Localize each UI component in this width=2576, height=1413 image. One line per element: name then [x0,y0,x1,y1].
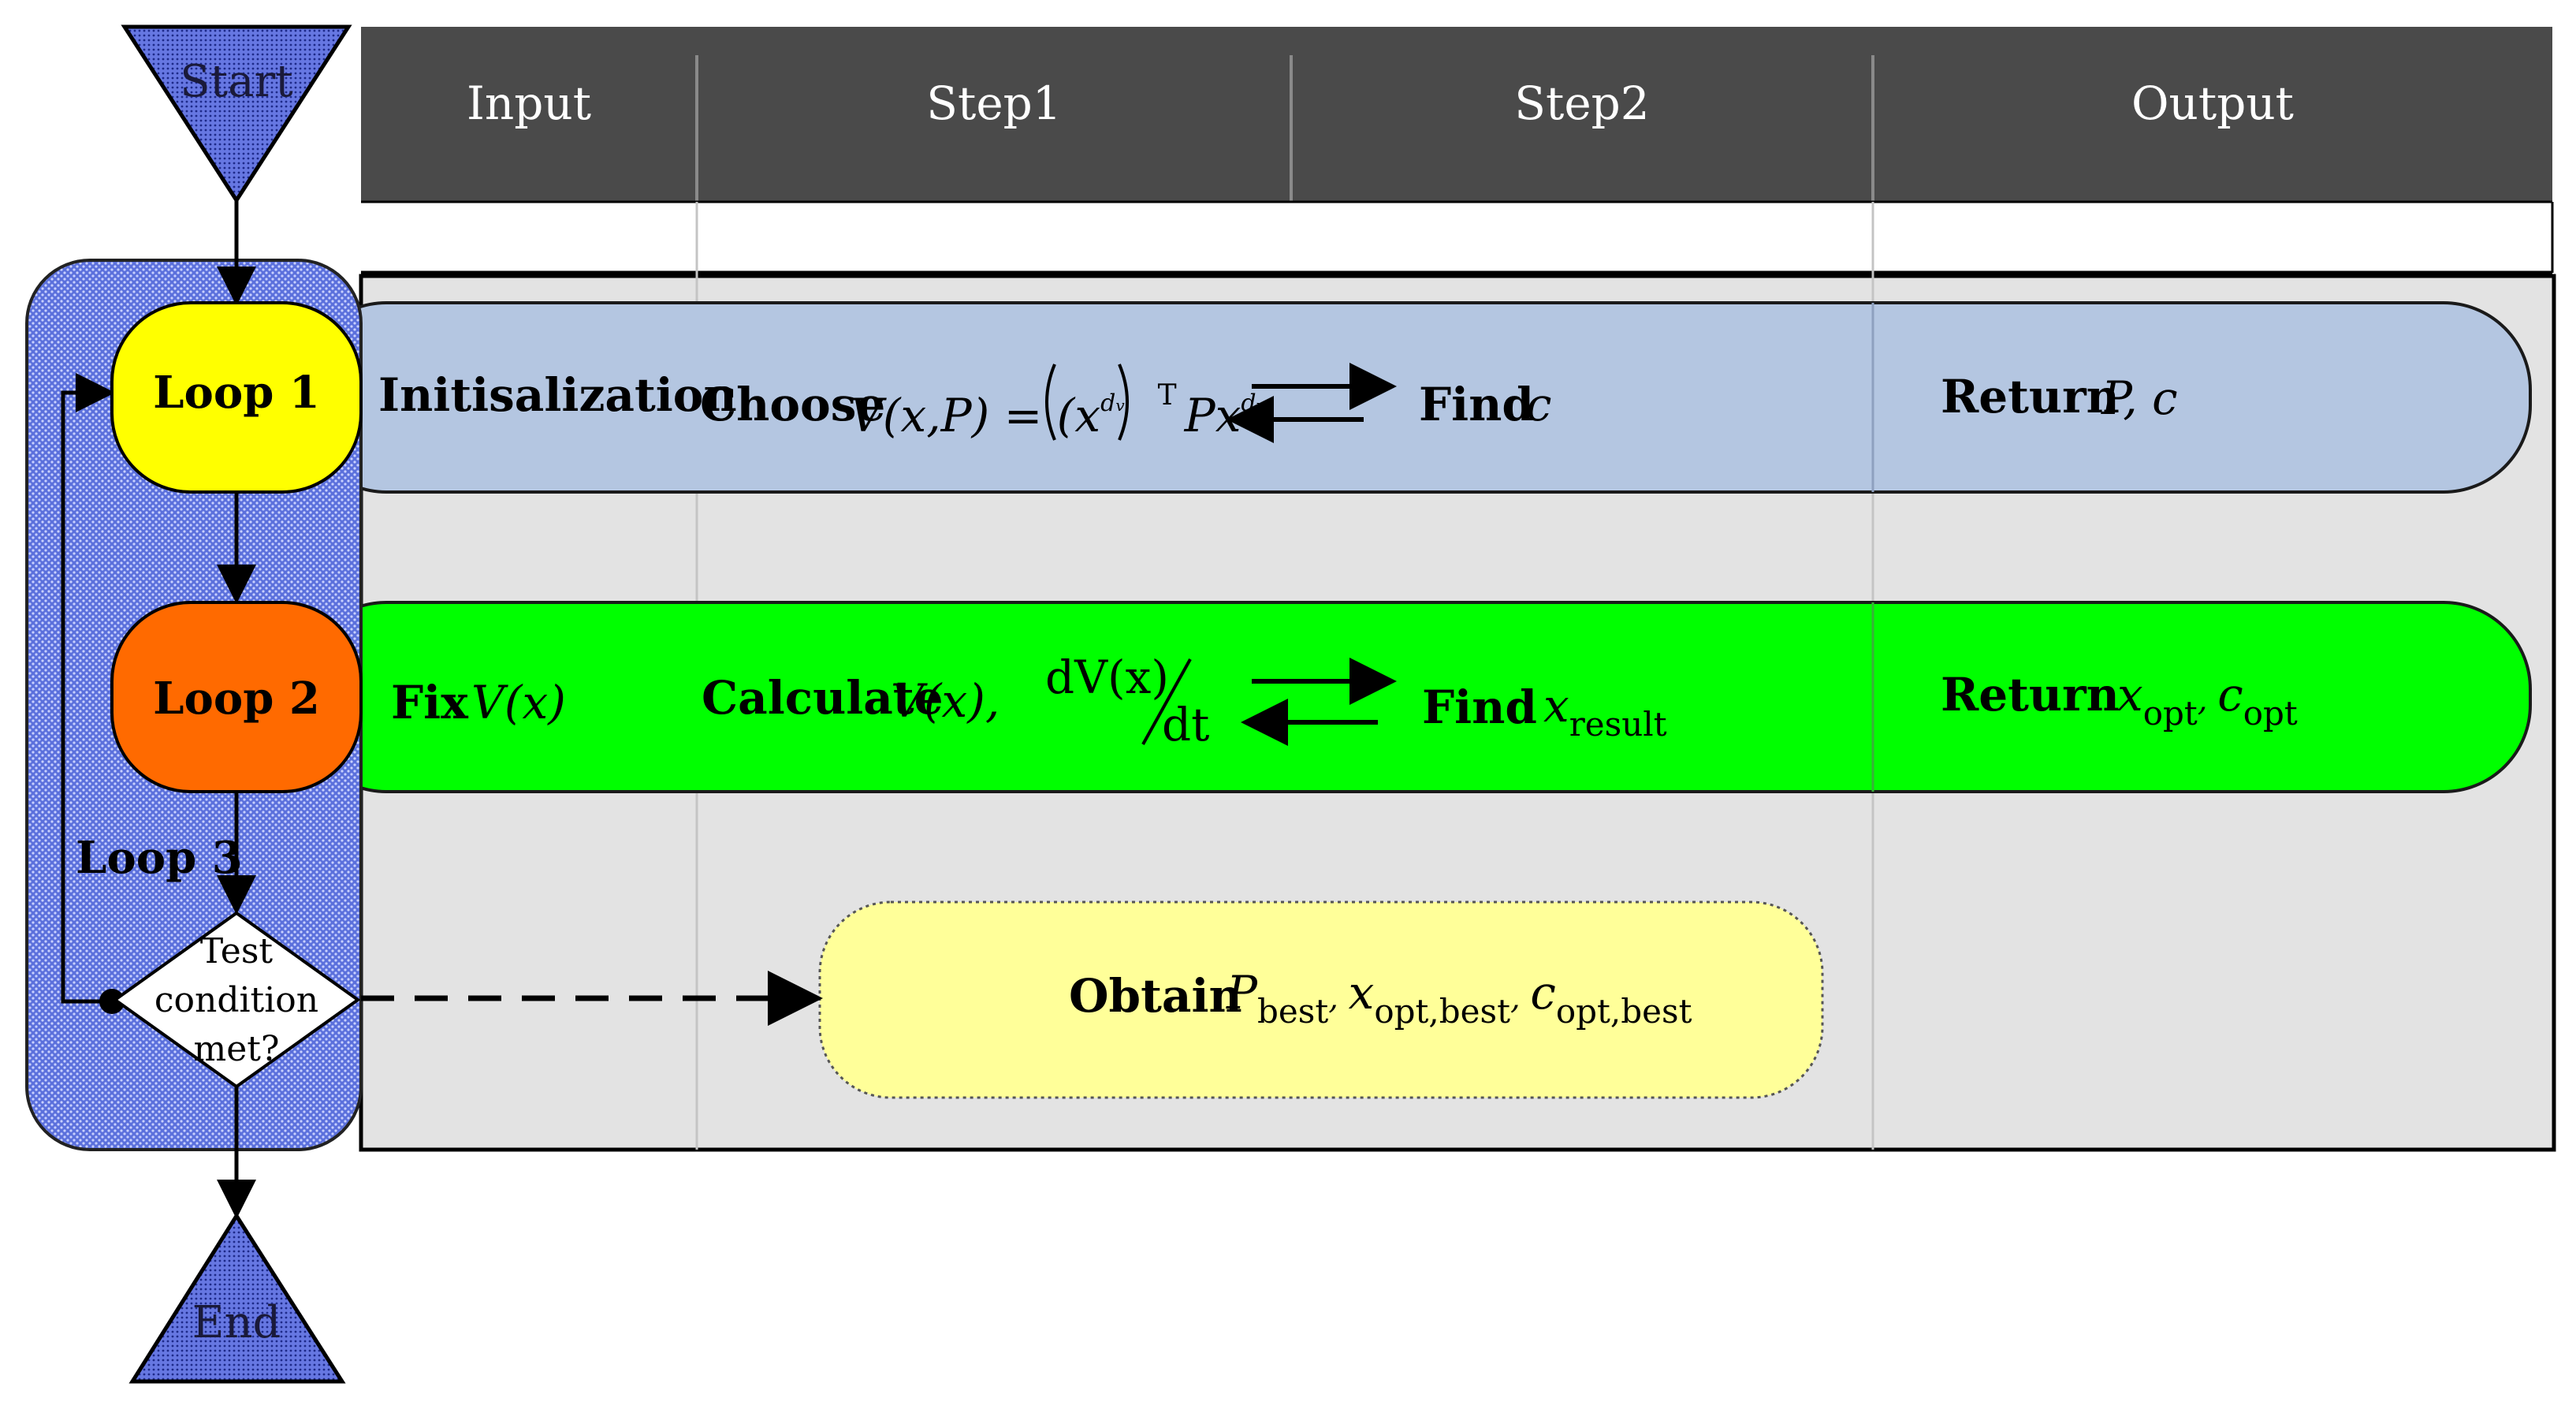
header-step2: Step2 [1514,76,1650,130]
row2-step1-formula: V(x), [891,674,1000,728]
row1-input: Initisalization [378,368,737,422]
loop1-node [110,301,363,494]
row2-step2-sub: result [1569,705,1667,744]
obtain-word: Obtain [1069,969,1242,1023]
row1-formula-tail: Px [1184,389,1241,442]
junction-dot [99,989,125,1014]
row2-step1-word: Calculate [702,671,944,725]
decision-label: Test condition met? [154,931,319,1069]
row1-formula-main: V(x,P) = (x [850,389,1101,442]
table-header-bar [361,27,2552,202]
header-step1: Step1 [926,76,1062,130]
decision-diamond [112,911,361,1089]
row2-step2-var: xresult [1543,679,1667,744]
header-output: Output [2131,76,2294,130]
row2-output-vars: xopt, copt [2117,668,2298,733]
end-terminal [128,1212,346,1384]
row1-formula-T: T [1157,379,1177,412]
row2-deriv-den: dt [1162,698,1210,751]
loop1-label: Loop 1 [153,367,320,419]
row1-output-vars: P, c [2101,371,2178,425]
row1-step2-word: Find [1419,378,1534,431]
row1-formula-exp2: dv [1241,390,1265,417]
row2-input-formula: V(x) [471,676,566,729]
start-terminal [121,24,352,204]
row2-input-word: Fix [391,676,468,729]
loop3-label: Loop 3 [76,832,243,884]
loop2-label: Loop 2 [153,673,320,725]
end-label: End [192,1297,281,1348]
row1-step2-var: c [1526,378,1552,431]
start-label: Start [180,56,293,107]
row1-step1-word: Choose [700,378,886,431]
loop2-node [110,601,363,793]
row2-step2-word: Find [1422,680,1537,734]
row2-output-word: Return [1941,668,2120,721]
header-input: Input [466,76,592,130]
obtain-vars: Pbest, xopt,best, copt,best [1227,966,1692,1031]
row1-output-word: Return [1941,370,2120,423]
row2-deriv-num: dV(x) [1045,651,1169,704]
row1-formula-exp: dv [1100,390,1125,417]
